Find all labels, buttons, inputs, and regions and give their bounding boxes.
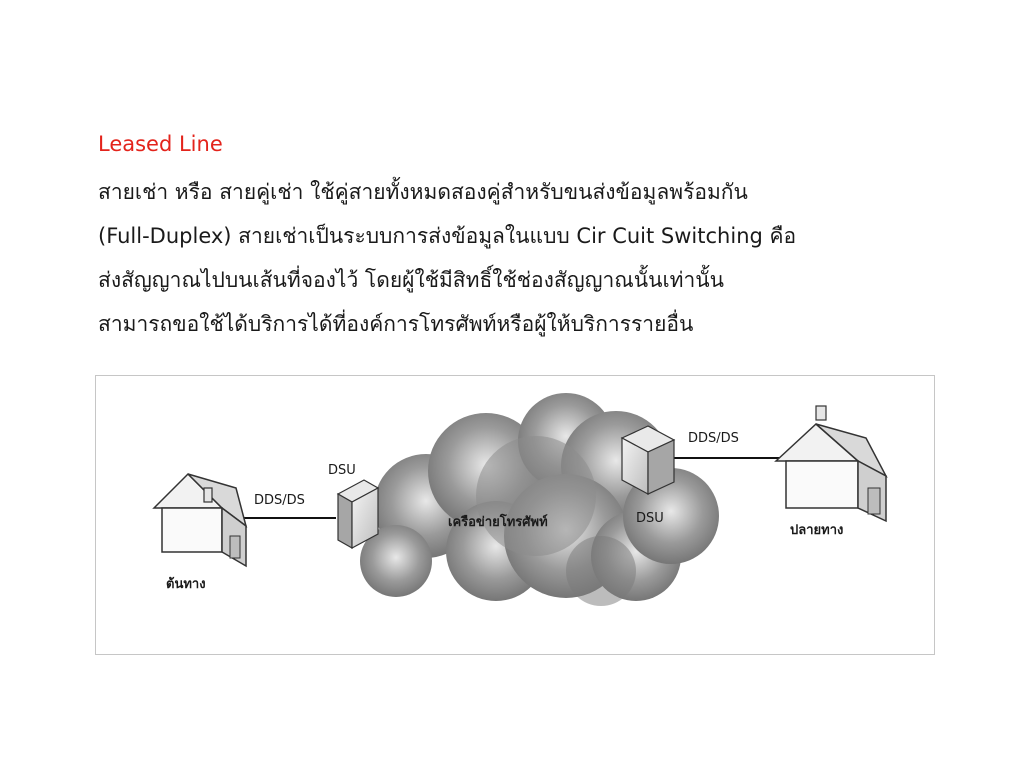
destination-house-icon <box>774 405 888 523</box>
origin-label: ต้นทาง <box>166 576 206 592</box>
leased-line-diagram: DSU DDS/DS DSU DDS/DS เครือข่ายโทรศัพท์ … <box>95 375 935 655</box>
dsu-right-icon <box>620 425 676 496</box>
body-line-1: สายเช่า หรือ สายคู่เช่า ใช้คู่สายทั้งหมด… <box>98 180 748 204</box>
body-line-4: สามารถขอใช้ได้บริการได้ที่องค์การโทรศัพท… <box>98 312 694 336</box>
body-line-3: ส่งสัญญาณไปบนเส้นที่จองไว้ โดยผู้ใช้มีสิ… <box>98 268 725 292</box>
origin-house-icon <box>152 472 248 568</box>
body-paragraph: สายเช่า หรือ สายคู่เช่า ใช้คู่สายทั้งหมด… <box>98 170 978 346</box>
link-left-label: DDS/DS <box>254 493 305 508</box>
dsu-left-icon <box>336 479 380 550</box>
link-right-label: DDS/DS <box>688 431 739 446</box>
network-cloud <box>360 393 719 606</box>
dsu-right-label: DSU <box>636 511 664 526</box>
network-label: เครือข่ายโทรศัพท์ <box>448 513 548 530</box>
body-line-2: (Full-Duplex) สายเช่าเป็นระบบการส่งข้อมู… <box>98 224 797 248</box>
dsu-left-label: DSU <box>328 463 356 478</box>
diagram-canvas: DSU DDS/DS DSU DDS/DS เครือข่ายโทรศัพท์ … <box>152 393 888 606</box>
slide-heading: Leased Line <box>98 132 223 156</box>
destination-label: ปลายทาง <box>790 523 843 538</box>
